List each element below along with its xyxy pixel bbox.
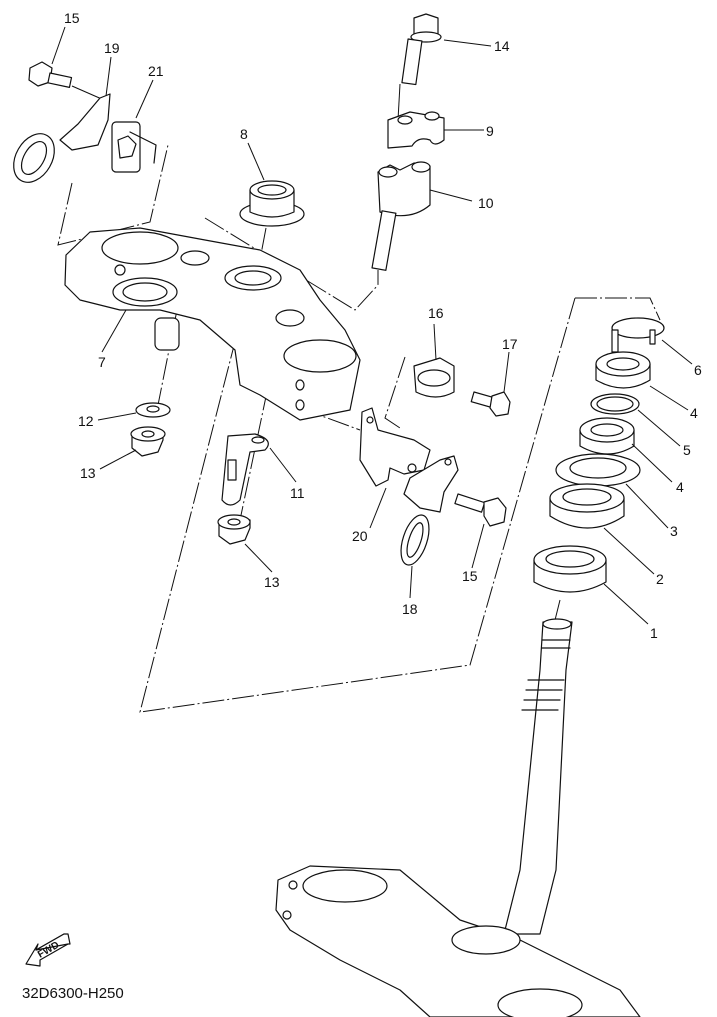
leader-3 [625,483,669,529]
leader-19 [105,56,112,97]
part-holder-9 [387,111,445,149]
leader-4b [631,443,673,483]
leader-11 [269,447,297,483]
callout-13-bottom: 13 [264,574,280,590]
callout-1: 1 [650,625,658,641]
leader-6 [661,339,693,365]
part-bolt-15-top [28,61,105,101]
callout-13-left: 13 [80,465,96,481]
leader-10 [429,189,473,202]
part-washer-6 [611,317,665,353]
part-nut-8 [239,180,305,227]
callout-10: 10 [478,195,494,211]
part-holder-16 [413,357,455,398]
leader-13b [244,543,273,573]
drawing-code: 32D6300-H250 [22,985,124,1002]
part-upper-bracket-7 [64,227,361,421]
part-steering-stem [503,618,573,935]
fwd-label: FWD [36,940,61,961]
part-stay-20 [359,407,431,487]
callout-20: 20 [352,528,368,544]
leader-21 [135,79,154,119]
leader-18 [409,565,413,599]
part-bolt-15-right [454,493,507,527]
part-cover-3 [555,453,641,487]
part-bracket-19 [13,93,111,183]
leader-5 [637,409,681,447]
leader-8 [247,142,265,181]
leader-15a [51,26,66,65]
callout-3: 3 [670,523,678,539]
callout-19: 19 [104,40,120,56]
part-bracket-11 [221,433,269,506]
part-bearing-2 [549,483,625,529]
leader-14 [443,39,492,47]
fwd-arrow-icon: FWD [25,933,71,967]
leader-2 [603,527,655,575]
callout-4-top: 4 [690,405,698,421]
part-bolt-14 [397,13,442,121]
leader-4a [649,385,689,411]
leader-15b [471,523,485,569]
callout-7: 7 [98,354,106,370]
callout-4-bottom: 4 [676,479,684,495]
callout-9: 9 [486,123,494,139]
callout-16: 16 [428,305,444,321]
part-bracket-18 [400,455,459,566]
callout-2: 2 [656,571,664,587]
phantom-frame-holder [384,356,406,429]
callout-21: 21 [148,63,164,79]
leader-1 [603,583,649,625]
part-ringnut-4-top [595,351,651,389]
part-lower-bracket [275,865,641,1017]
leader-17 [503,351,510,393]
leader-16 [433,323,437,361]
callout-17: 17 [502,336,518,352]
callout-15-right: 15 [462,568,478,584]
callout-12: 12 [78,413,94,429]
part-ringnut-4-bottom [579,417,635,455]
callout-14: 14 [494,38,510,54]
leader-7 [101,309,127,353]
part-bearing-1 [533,545,607,593]
phantom-frame-lower [575,297,661,321]
leader-12 [97,412,137,421]
part-washer-5 [590,393,640,415]
part-nut-13-bottom [217,514,251,545]
callout-18: 18 [402,601,418,617]
part-nut-13-left [130,426,166,457]
leader-13a [99,449,137,470]
part-holder-10 [371,161,431,271]
callout-11: 11 [290,485,305,501]
part-bolt-17 [470,391,511,417]
phantom-frame-main [204,217,379,311]
callout-6: 6 [694,362,702,378]
phantom-frame-outline [139,297,576,713]
leader-20 [369,487,387,529]
callout-8: 8 [240,126,248,142]
part-washer-12 [135,402,171,418]
callout-15-top: 15 [64,10,80,26]
callout-5: 5 [683,442,691,458]
part-clamp-21 [111,121,157,173]
